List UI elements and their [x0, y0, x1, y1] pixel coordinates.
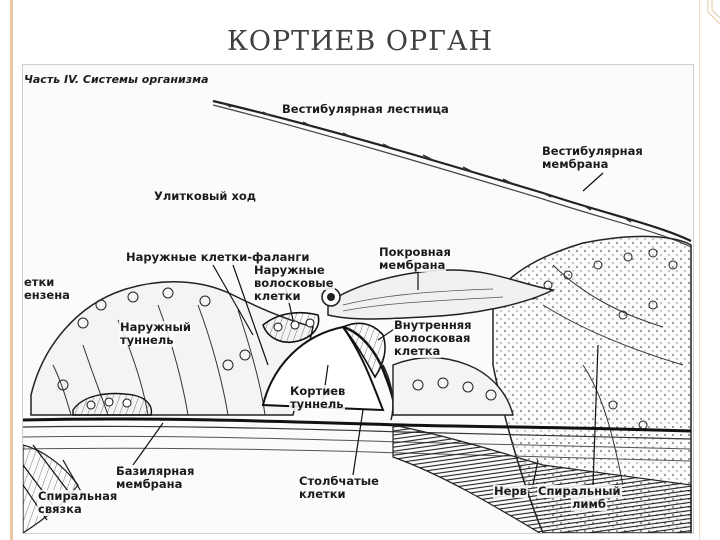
- spiral-limbus-mass: [492, 235, 692, 533]
- slide-title: КОРТИЕВ ОРГАН: [226, 26, 494, 57]
- claudius-cells: [72, 392, 153, 416]
- label-outer-hair-1: Наружные: [253, 263, 326, 277]
- organ-of-corti-figure: Часть IV. Системы организма Вестибулярна…: [22, 64, 694, 534]
- label-cochlear-duct: Улитковый ход: [153, 189, 258, 203]
- outer-hair-cells: [262, 311, 320, 343]
- label-inner-hair-1: Внутренняя: [393, 318, 473, 332]
- label-hensen-cells-1: етки: [23, 275, 56, 289]
- label-basilar-1: Базилярная: [115, 464, 196, 478]
- label-spiral-limbus-1: Спиральный: [537, 484, 622, 498]
- label-outer-hair-3: клетки: [253, 289, 302, 303]
- label-hensen-cells-2: ензена: [23, 288, 71, 302]
- inner-hair-cell: [341, 322, 394, 421]
- label-inner-hair-2: волосковая: [393, 331, 472, 345]
- label-outer-phalanx-cells: Наружные клетки-фаланги: [125, 250, 311, 264]
- label-inner-hair-3: клетка: [393, 344, 442, 358]
- label-corti-tunnel-2: туннель: [289, 397, 345, 411]
- label-corti-tunnel-1: Кортиев: [289, 384, 347, 398]
- label-vestibular-membrane-1: Вестибулярная: [541, 144, 644, 158]
- label-outer-hair-2: волосковые: [253, 276, 335, 290]
- label-basilar-2: мембрана: [115, 477, 184, 491]
- label-tectorial-2: мембрана: [378, 258, 447, 272]
- label-outer-tunnel-1: Наружный: [119, 320, 192, 334]
- left-accent-border: [10, 0, 13, 540]
- anatomy-drawing: [23, 99, 692, 533]
- label-pillar-cells-1: Столбчатые: [298, 474, 380, 488]
- right-frame-line: [699, 0, 714, 540]
- figure-header: Часть IV. Системы организма: [23, 73, 210, 86]
- nerve-fibres: [392, 424, 692, 533]
- label-spiral-ligament-1: Спиральная: [37, 489, 119, 503]
- label-outer-tunnel-2: туннель: [119, 333, 175, 347]
- corner-decoration: [707, 0, 720, 25]
- inner-sulcus-cells: [392, 356, 514, 416]
- label-vestibular-membrane-2: мембрана: [541, 157, 610, 171]
- hensen-cells: [30, 281, 314, 416]
- tectorial-membrane: [321, 269, 556, 320]
- label-nerve: Нерв: [493, 484, 528, 498]
- label-spiral-ligament-2: связка: [37, 502, 83, 516]
- vestibular-membrane: [212, 99, 692, 248]
- label-spiral-limbus-2: лимб: [571, 497, 607, 511]
- label-tectorial-1: Покровная: [378, 245, 452, 259]
- label-pillar-cells-2: клетки: [298, 487, 347, 501]
- label-vestibular-ladder: Вестибулярная лестница: [281, 102, 450, 116]
